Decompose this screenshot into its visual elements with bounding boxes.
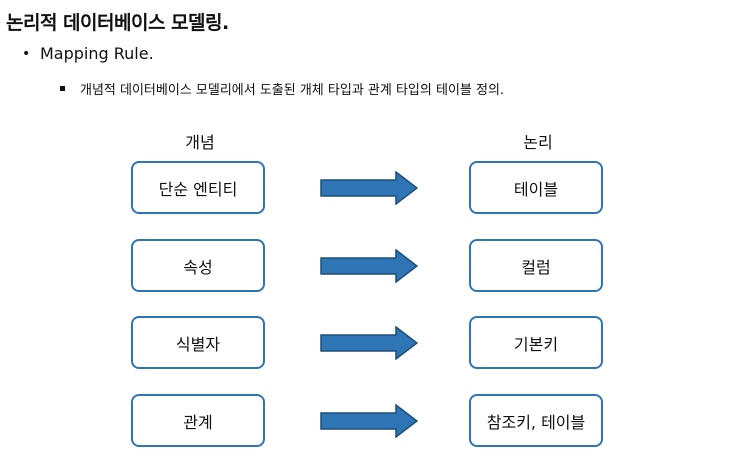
column-header-concept: 개념 xyxy=(185,133,215,152)
logical-label: 기본키 xyxy=(513,334,559,354)
concept-label: 단순 엔티티 xyxy=(158,179,238,199)
concept-label: 식별자 xyxy=(175,334,221,354)
concept-label: 관계 xyxy=(183,412,213,432)
bullet-definition: 개념적 데이터베이스 모델리에서 도출된 개체 타입과 관계 타입의 테이블 정… xyxy=(60,79,504,98)
concept-box-identifier: 식별자 xyxy=(131,316,265,369)
concept-box-simple-entity: 단순 엔티티 xyxy=(131,161,265,214)
bullet-definition-text: 개념적 데이터베이스 모델리에서 도출된 개체 타입과 관계 타입의 테이블 정… xyxy=(80,83,505,98)
logical-label: 테이블 xyxy=(513,179,559,199)
bullet-mapping-rule: • Mapping Rule. xyxy=(22,44,154,63)
column-header-logical: 논리 xyxy=(523,133,553,152)
logical-box-foreign-key-table: 참조키, 테이블 xyxy=(469,394,603,447)
square-bullet-icon xyxy=(60,86,65,91)
logical-label: 컬럼 xyxy=(521,257,551,277)
bullet-mapping-rule-text: Mapping Rule. xyxy=(40,44,154,63)
concept-box-attribute: 속성 xyxy=(131,239,265,292)
page-title: 논리적 데이터베이스 모델링. xyxy=(6,12,229,34)
logical-box-table: 테이블 xyxy=(469,161,603,214)
mapping-arrow-icon xyxy=(320,404,418,438)
logical-box-primary-key: 기본키 xyxy=(469,316,603,369)
logical-box-column: 컬럼 xyxy=(469,239,603,292)
mapping-arrow-icon xyxy=(320,326,418,360)
concept-box-relationship: 관계 xyxy=(131,394,265,447)
logical-label: 참조키, 테이블 xyxy=(486,412,586,432)
concept-label: 속성 xyxy=(183,257,213,277)
mapping-arrow-icon xyxy=(320,171,418,205)
mapping-arrow-icon xyxy=(320,249,418,283)
bullet-dot-icon: • xyxy=(22,45,31,62)
